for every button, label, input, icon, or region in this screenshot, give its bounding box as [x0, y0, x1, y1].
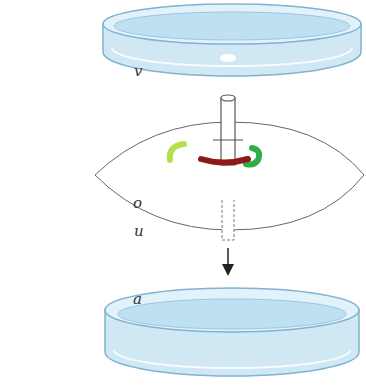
- text-fragment: a: [133, 292, 142, 307]
- text-fragment: o: [133, 196, 142, 211]
- light-green-mark: [170, 144, 184, 160]
- text-fragment: v: [134, 64, 142, 79]
- red-mark: [201, 159, 248, 163]
- text-fragment: u: [134, 224, 144, 239]
- bottom-dish: [105, 288, 359, 376]
- pin: [213, 95, 243, 240]
- down-arrow: [222, 248, 234, 276]
